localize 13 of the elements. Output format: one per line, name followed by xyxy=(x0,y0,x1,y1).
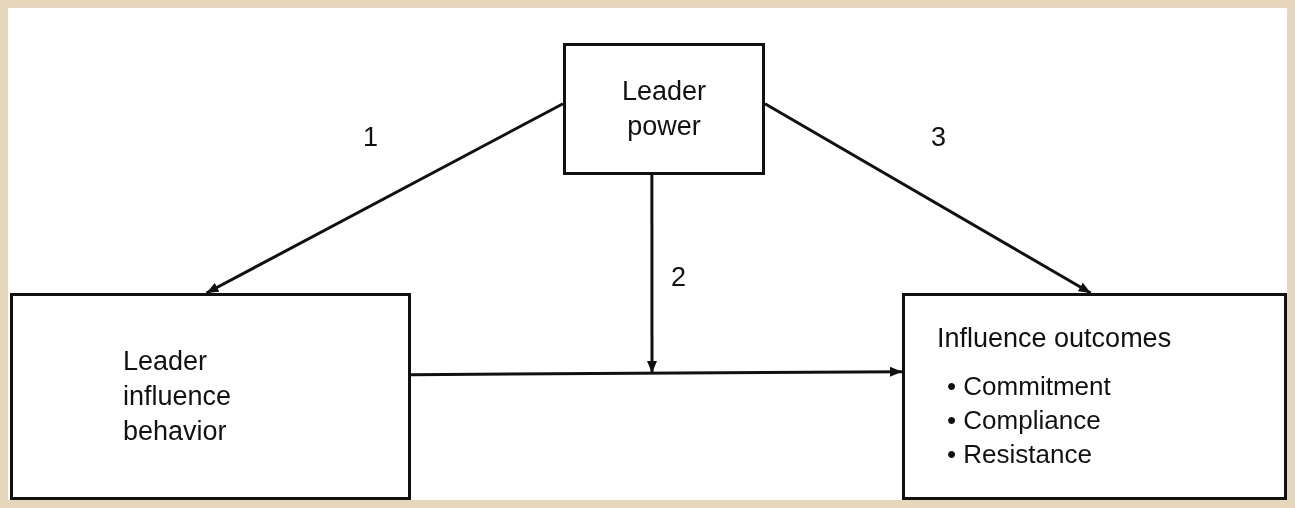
arrow xyxy=(411,366,902,377)
box-title: Influence outcomes xyxy=(937,322,1173,356)
arrow xyxy=(647,175,657,373)
process-box xyxy=(902,293,1287,500)
list-item: • Resistance xyxy=(947,437,1093,471)
arrow xyxy=(764,102,1092,295)
process-box xyxy=(10,293,411,500)
box-label: Leader influence behavior xyxy=(123,344,233,449)
process-box xyxy=(563,43,765,175)
arrow xyxy=(205,102,564,295)
list-item: • Commitment xyxy=(947,370,1112,404)
list-item: • Compliance xyxy=(947,404,1102,438)
box-label: Leader power xyxy=(620,74,708,143)
